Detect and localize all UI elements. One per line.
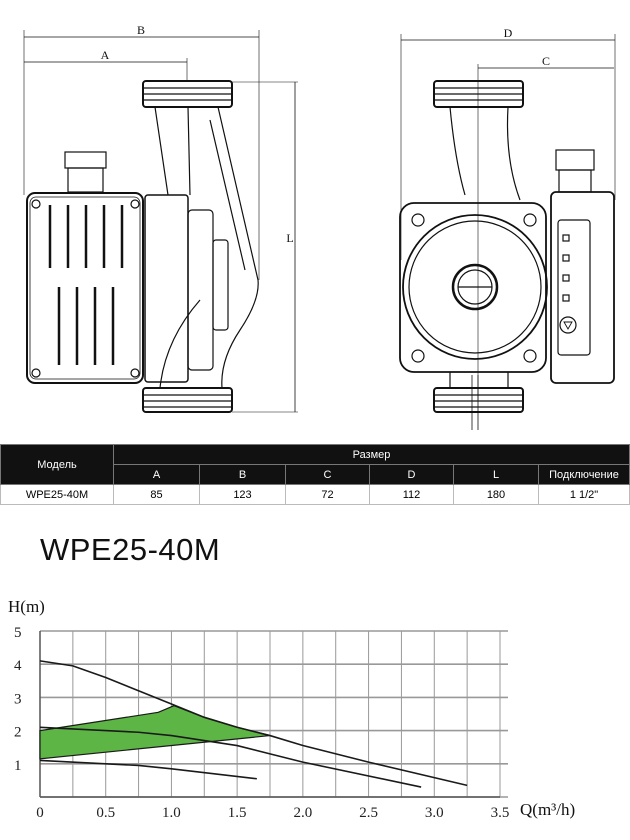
dim-label-b: B [137, 23, 145, 37]
dim-label-c: C [542, 54, 550, 68]
pump-curve-1 [39, 660, 468, 787]
dimensions-table: Модель Размер A B C D L Подключение WPE2… [0, 444, 630, 505]
dim-label-l: L [286, 231, 293, 245]
y-tick-label: 1 [14, 758, 22, 774]
dim-label-d: D [504, 26, 513, 40]
front-view-drawing: D C [399, 26, 616, 430]
x-tick-label: 2.0 [293, 805, 312, 821]
x-tick-label: 1.0 [162, 805, 181, 821]
cell-a: 85 [113, 484, 200, 505]
y-tick-label: 5 [14, 625, 22, 641]
pump-curve-2 [39, 726, 422, 788]
column-header-c: C [285, 464, 370, 485]
cell-d: 112 [369, 484, 454, 505]
cell-l: 180 [453, 484, 539, 505]
pump-drawings: B A L D C [23, 23, 616, 430]
x-tick-label: 0 [36, 805, 44, 821]
performance-chart: H(m) Q(m³/h) 0 0.5 1.0 1.5 2.0 2.5 3.0 3.5 1 2 3 4 5 [8, 597, 575, 821]
x-tick-label: 2.5 [359, 805, 378, 821]
y-tick-label: 3 [14, 691, 22, 707]
dim-label-a: A [101, 48, 110, 62]
column-header-l: L [453, 464, 539, 485]
column-header-b: B [199, 464, 286, 485]
cell-model: WPE25-40M [0, 484, 114, 505]
column-header-a: A [113, 464, 200, 485]
x-tick-label: 1.5 [228, 805, 247, 821]
table-row: WPE25-40M 85 123 72 112 180 1 1/2" [0, 484, 630, 505]
size-header: Размер [113, 444, 630, 465]
column-header-connection: Подключение [538, 464, 630, 485]
x-tick-label: 3.5 [491, 805, 510, 821]
model-header: Модель [0, 444, 114, 485]
y-tick-label: 4 [14, 658, 22, 674]
y-axis-label: H(m) [8, 597, 45, 616]
side-view-drawing: B A L [23, 23, 298, 413]
operating-region [39, 705, 271, 760]
cell-c: 72 [285, 484, 370, 505]
y-tick-label: 2 [14, 725, 22, 741]
x-axis-label: Q(m³/h) [520, 800, 575, 819]
column-header-d: D [369, 464, 454, 485]
x-tick-label: 3.0 [425, 805, 444, 821]
cell-b: 123 [199, 484, 286, 505]
product-title: WPE25-40M [40, 532, 221, 567]
cell-connection: 1 1/2" [538, 484, 630, 505]
pump-curve-3 [39, 759, 257, 780]
x-tick-label: 0.5 [96, 805, 115, 821]
